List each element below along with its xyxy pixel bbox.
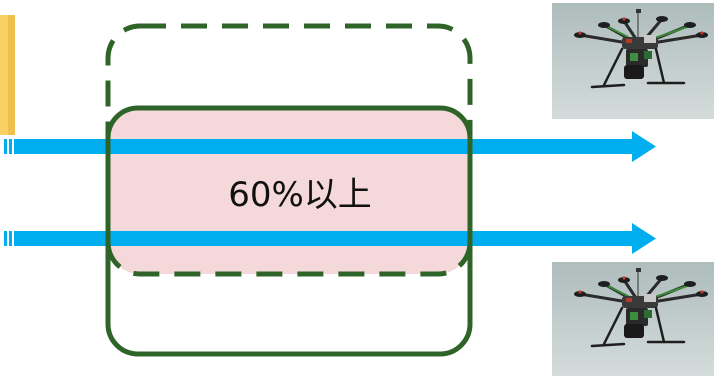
side-bar-shade: [8, 15, 15, 135]
flight-arrow-top: [4, 131, 656, 162]
footprint-frame-dashed: [105, 23, 473, 277]
overlap-label: 60%以上: [228, 175, 372, 215]
drone-photo-bottom: [552, 262, 714, 376]
drone-photo-top: [552, 3, 714, 119]
flight-arrow-bottom: [4, 223, 656, 254]
footprint-frame-solid: [105, 105, 473, 357]
